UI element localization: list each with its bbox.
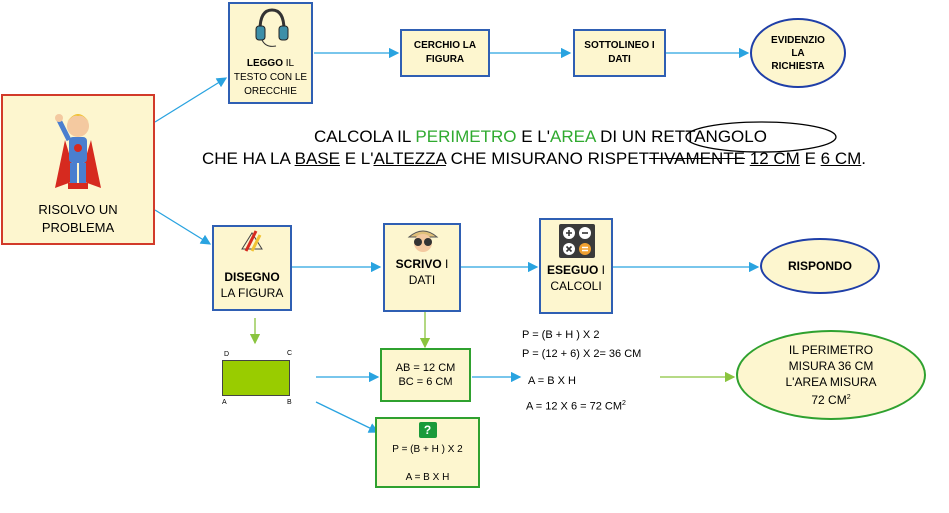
text: .	[861, 149, 866, 168]
answer-line-4: 72 CM2	[811, 390, 850, 408]
problem-line-2: CHE HA LA BASE E L'ALTEZZA CHE MISURANO …	[202, 149, 866, 169]
node-answer: IL PERIMETRO MISURA 36 CM L'AREA MISURA …	[736, 330, 926, 420]
answer-line-3: L'AREA MISURA	[785, 375, 877, 389]
headphones-icon	[255, 8, 289, 47]
node-label-bold: LEGGO	[246, 58, 283, 69]
text: DI UN	[595, 127, 652, 146]
calc-area-sup: 2	[622, 400, 626, 407]
word-altezza: ALTEZZA	[373, 149, 446, 168]
drawing-icon	[241, 230, 263, 252]
node-evidenzio: EVIDENZIO LA RICHIESTA	[750, 18, 846, 88]
rectangle-figure	[222, 360, 290, 396]
text: CHE HA LA	[202, 149, 295, 168]
node-label: SOTTOLINEO I DATI	[584, 40, 655, 65]
node-label-rest: LA FIGURA	[220, 286, 284, 300]
calculator-icon	[559, 224, 595, 258]
node-label-bold: DISEGNO	[224, 270, 280, 284]
node-risolvo-problema: RISOLVO UN PROBLEMA	[1, 94, 155, 245]
formula-area: A = B X H	[405, 472, 450, 483]
node-eseguo: ESEGUO I CALCOLI	[539, 218, 613, 314]
arrow-risolvo-leggo	[154, 77, 228, 123]
node-sottolineo: SOTTOLINEO I DATI	[573, 29, 666, 77]
node-label: CERCHIO LA FIGURA	[413, 40, 477, 65]
node-cerchio: CERCHIO LA FIGURA	[400, 29, 490, 77]
vertex-d: D	[224, 351, 230, 358]
calc-area-formula: A = B X H	[528, 375, 576, 387]
node-scrivo: SCRIVO I DATI	[383, 223, 461, 312]
calc-area-main: A = 12 X 6 = 72 CM	[526, 400, 623, 413]
value-6cm: 6 CM	[820, 149, 862, 168]
struck-text: TIVAMENTE	[649, 149, 746, 168]
answer-line-2: MISURA 36 CM	[788, 359, 874, 373]
calc-perimeter-result: P = (12 + 6) X 2= 36 CM	[522, 348, 642, 360]
vertex-b: B	[287, 399, 292, 406]
node-label: LEGGO IL TESTO CON LE ORECCHIE	[230, 57, 311, 99]
answer-value: 72 CM	[811, 393, 847, 407]
answer-sup: 2	[846, 394, 851, 401]
arrow-rect-formula	[315, 401, 380, 433]
vertex-a: A	[222, 399, 227, 406]
text: CALCOLA IL	[314, 127, 416, 146]
data-bc: BC = 6 CM	[398, 376, 453, 388]
data-ab: AB = 12 CM	[395, 362, 456, 374]
node-label-bold: ESEGUO	[546, 263, 599, 277]
text: E L'	[516, 127, 550, 146]
question-icon: ?	[418, 422, 437, 438]
node-label: DISEGNO LA FIGURA	[221, 269, 284, 301]
text: CHE MISURANO RISPET	[445, 149, 649, 168]
data-box: AB = 12 CM BC = 6 CM	[380, 348, 471, 402]
node-label-bold: SCRIVO	[395, 257, 442, 271]
node-leggo: LEGGO IL TESTO CON LE ORECCHIE	[228, 2, 313, 104]
text: E L'	[339, 149, 374, 168]
node-label-rest: I DATI	[408, 257, 449, 287]
circle-mark	[685, 121, 837, 153]
superhero-icon	[55, 114, 101, 189]
node-label: RISPONDO	[787, 258, 852, 273]
calc-area-result: A = 12 X 6 = 72 CM2	[526, 400, 626, 413]
node-label: SCRIVO I DATI	[385, 256, 459, 288]
node-label: RISOLVO UN PROBLEMA	[38, 202, 118, 235]
word-area: AREA	[549, 127, 596, 146]
word-rettangolo: RETTANGOLO	[651, 127, 767, 146]
value-12cm: 12 CM	[749, 149, 800, 168]
word-perimetro: PERIMETRO	[415, 127, 517, 146]
node-disegno: DISEGNO LA FIGURA	[212, 225, 292, 311]
node-label: EVIDENZIO LA RICHIESTA	[771, 34, 825, 72]
node-rispondo: RISPONDO	[760, 238, 880, 294]
calc-perimeter-formula: P = (B + H ) X 2	[522, 329, 600, 341]
formula-perimeter: P = (B + H ) X 2	[392, 444, 463, 455]
vertex-c: C	[287, 350, 293, 357]
arrow-risolvo-disegno	[154, 209, 212, 245]
text: E	[799, 149, 821, 168]
node-label-rest: I CALCOLI	[550, 263, 606, 293]
formula-box: ? P = (B + H ) X 2 A = B X H	[375, 417, 480, 488]
node-label-rest: IL TESTO CON LE ORECCHIE	[233, 58, 308, 97]
word-base: BASE	[294, 149, 340, 168]
answer-line-1: IL PERIMETRO	[788, 343, 874, 357]
node-label: ESEGUO I CALCOLI	[541, 262, 611, 294]
problem-line-1: CALCOLA IL PERIMETRO E L'AREA DI UN RETT…	[314, 127, 767, 147]
binoculars-icon	[407, 230, 439, 252]
